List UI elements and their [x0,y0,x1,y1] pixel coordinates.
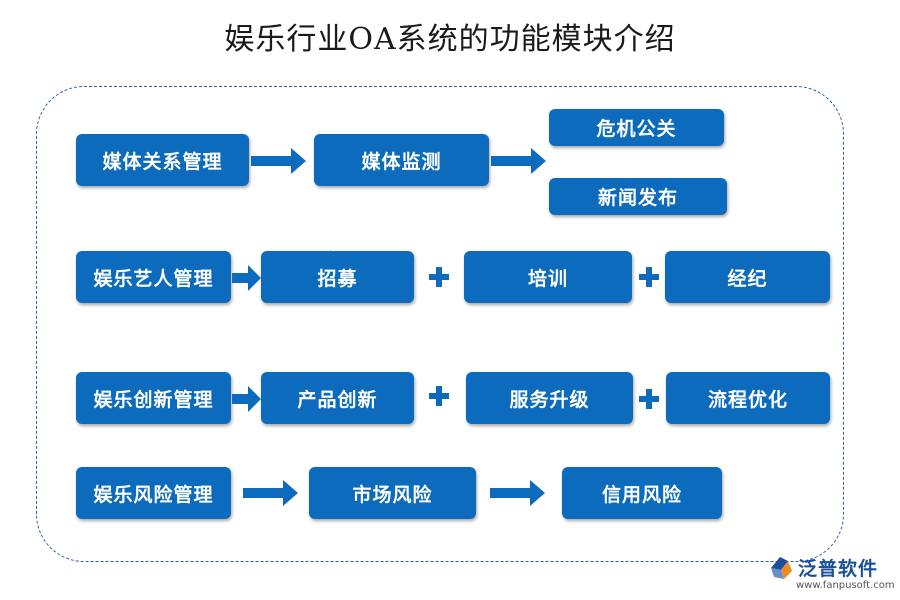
brand-url: www.fanpusoft.com [796,580,895,591]
plus-icon [429,386,449,406]
fanpu-logo-icon [771,557,792,579]
item-service-upgrade: 服务升级 [466,372,633,424]
arrow-right-icon [232,265,261,291]
item-credit-risk: 信用风险 [562,467,722,519]
module-artist-management: 娱乐艺人管理 [76,251,231,303]
plus-icon [639,267,659,287]
module-media-relations: 媒体关系管理 [76,134,249,186]
item-process-optimization: 流程优化 [666,372,830,424]
arrow-right-icon [490,480,545,506]
arrow-right-icon [491,148,546,174]
arrow-right-icon [243,480,298,506]
item-brokerage: 经纪 [665,251,830,303]
plus-icon [429,267,449,287]
arrow-right-icon [251,148,306,174]
item-market-risk: 市场风险 [309,467,476,519]
brand-logo: 泛普软件 www.fanpusoft.com [766,552,896,596]
module-innovation-management: 娱乐创新管理 [76,372,231,424]
modules-frame [36,86,844,562]
module-risk-management: 娱乐风险管理 [76,467,231,519]
item-news-release: 新闻发布 [549,178,727,215]
item-product-innovation: 产品创新 [261,372,414,424]
item-crisis-pr: 危机公关 [549,109,724,146]
arrow-right-icon [232,386,261,412]
item-training: 培训 [464,251,632,303]
page-title: 娱乐行业OA系统的功能模块介绍 [224,22,676,57]
item-media-monitoring: 媒体监测 [314,134,489,186]
item-recruitment: 招募 [261,251,414,303]
brand-name: 泛普软件 [798,558,879,580]
plus-icon [639,389,659,409]
